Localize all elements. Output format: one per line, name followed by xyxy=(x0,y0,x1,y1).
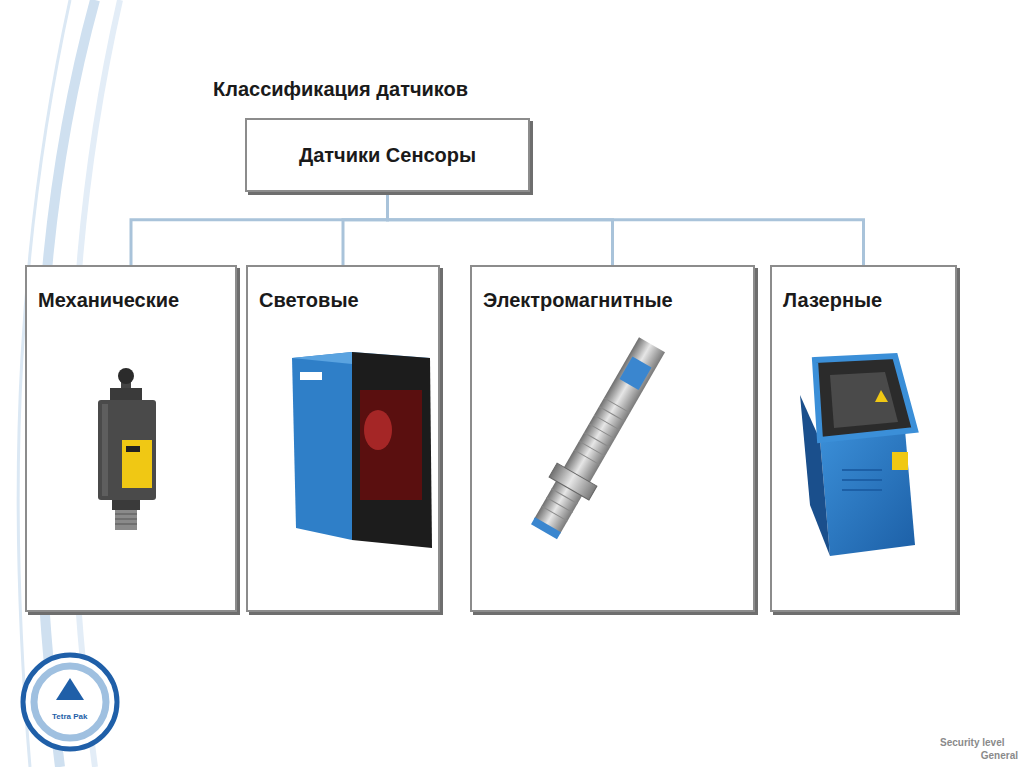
category-heading: Лазерные xyxy=(783,289,955,312)
category-box: Лазерные xyxy=(770,265,957,612)
tree-connector xyxy=(388,192,864,265)
category-box: Механические xyxy=(25,265,237,612)
tree-connector xyxy=(343,192,388,265)
diagram-title: Классификация датчиков xyxy=(213,78,468,101)
root-label: Датчики Сенсоры xyxy=(247,144,528,167)
security-note: Security level xyxy=(940,737,1004,748)
category-box: Электромагнитные xyxy=(470,265,755,612)
category-heading: Электромагнитные xyxy=(483,289,753,312)
tree-connector xyxy=(388,192,613,265)
category-heading: Световые xyxy=(259,289,438,312)
laser-scanner-picture xyxy=(800,356,915,556)
category-box: Световые xyxy=(246,265,440,612)
logo-text: Tetra Pak xyxy=(52,712,87,721)
photoelectric-sensor-picture xyxy=(292,352,432,548)
root-box: Датчики Сенсоры xyxy=(245,118,530,192)
proximity-sensor-picture xyxy=(524,333,672,543)
security-note: General xyxy=(981,750,1018,761)
limit-switch-picture xyxy=(98,368,156,530)
tree-connector xyxy=(131,192,388,265)
company-logo xyxy=(23,655,117,749)
category-heading: Механические xyxy=(38,289,235,312)
